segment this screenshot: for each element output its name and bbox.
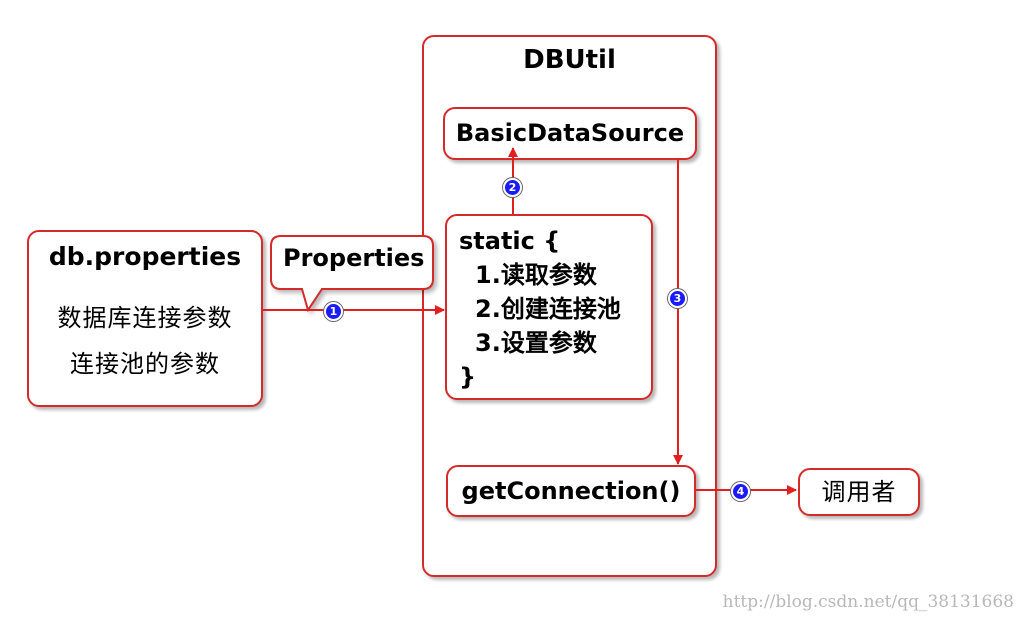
get-connection-box: getConnection() <box>446 465 696 517</box>
basic-data-source-box: BasicDataSource <box>443 107 697 160</box>
caller-label: 调用者 <box>821 478 897 506</box>
db-properties-box: db.properties 数据库连接参数 连接池的参数 <box>27 230 263 407</box>
step-badge-4: 4 <box>731 482 750 501</box>
get-connection-label: getConnection() <box>461 477 681 505</box>
basic-data-source-label: BasicDataSource <box>455 119 685 147</box>
step-badge-1: 1 <box>324 302 343 321</box>
static-open: static { <box>459 227 561 255</box>
static-close: } <box>459 363 477 391</box>
static-block-box: static { 1.读取参数 2.创建连接池 3.设置参数 } <box>445 214 653 400</box>
step-badge-3: 3 <box>668 289 687 308</box>
properties-callout-label: Properties <box>283 244 425 272</box>
db-properties-line-1: 数据库连接参数 <box>57 304 233 332</box>
db-properties-title: db.properties <box>48 242 242 271</box>
step-badge-2: 2 <box>503 178 522 197</box>
caller-box: 调用者 <box>798 468 920 516</box>
db-properties-line-2: 连接池的参数 <box>70 350 220 378</box>
static-line-3: 3.设置参数 <box>475 329 597 357</box>
dbutil-title: DBUtil <box>523 45 616 75</box>
static-line-2: 2.创建连接池 <box>475 295 621 323</box>
static-block-text: static { 1.读取参数 2.创建连接池 3.设置参数 } <box>459 224 621 394</box>
static-line-1: 1.读取参数 <box>475 261 597 289</box>
watermark: http://blog.csdn.net/qq_38131668 <box>722 592 1014 612</box>
